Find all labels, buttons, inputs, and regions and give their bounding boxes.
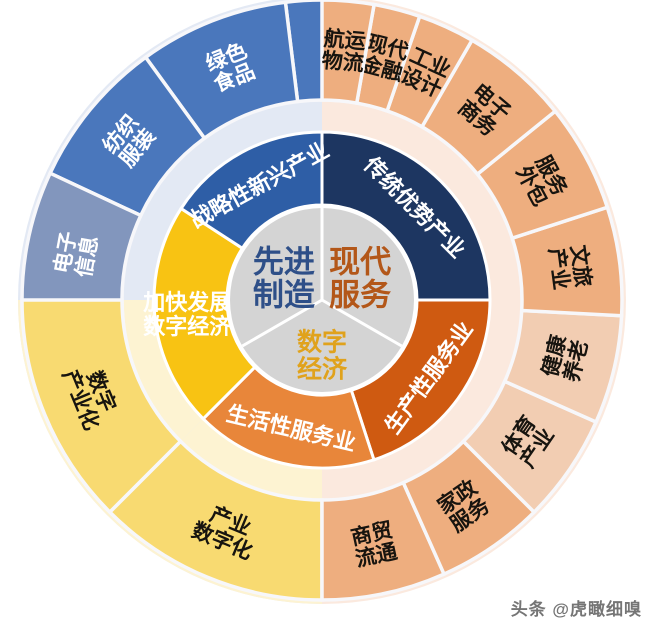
core-segment-modern-service[interactable]: 现代服务: [329, 244, 391, 312]
sector-shape: [460, 379, 599, 515]
core-segment-digital-economy[interactable]: 数字经济: [297, 327, 348, 383]
sector-shape: [47, 54, 207, 218]
outer-segment-service-outsourcing[interactable]: 服务外包: [474, 108, 610, 241]
core-segment-label: 现代服务: [329, 244, 391, 312]
middle-segment-accelerate-digital-economy[interactable]: 加快发展数字经济: [142, 206, 257, 421]
sector-shape: [143, 0, 300, 141]
outer-segment-label: 文旅产业: [545, 243, 596, 291]
core-segment-label: 数字经济: [297, 327, 348, 383]
sector-shape: [474, 108, 610, 241]
sector-shape: [320, 480, 447, 602]
outer-segment-e-commerce[interactable]: 电子商务: [419, 37, 558, 177]
middle-segment-label: 加快发展数字经济: [142, 290, 232, 339]
sector-shape: [401, 438, 537, 577]
middle-segment-consumer-service-industry[interactable]: 生活性服务业: [201, 365, 376, 470]
outer-segment-commerce-circulation[interactable]: 商贸流通: [320, 480, 447, 602]
outer-segment-label: 电子信息: [50, 230, 102, 280]
outer-segment-shipping-logistics[interactable]: 航运物流: [320, 0, 377, 106]
core-divider: [321, 298, 403, 348]
core-segment-label: 先进制造: [253, 244, 315, 312]
outer-segment-modern-finance[interactable]: 现代金融: [354, 2, 422, 114]
core-segment-advanced-manufacturing[interactable]: 先进制造: [253, 244, 315, 312]
outer-segment-digital-industrialization[interactable]: 数字产业化: [20, 298, 184, 515]
sector-shape: [502, 308, 624, 425]
outer-segment-industrial-digitalization[interactable]: 产业数字化: [107, 438, 324, 602]
sector-shape: [354, 2, 422, 114]
sector-shape: [201, 365, 376, 470]
sector-shape: [20, 170, 144, 323]
outer-ring: 石油化工钢铁有色绿色食品纺织服装电子信息新材料装备制造数字产业化产业数字化商贸流…: [20, 0, 624, 602]
core-divider: [241, 298, 323, 348]
sector-shape: [510, 205, 624, 318]
outer-segment-label: 健康养老: [537, 331, 592, 385]
outer-segment-label: 航运物流: [321, 26, 367, 76]
outer-segment-green-food[interactable]: 绿色食品: [143, 0, 300, 141]
sector-shape: [320, 0, 377, 106]
sector-shape: [349, 298, 492, 462]
outer-segment-health-eldercare[interactable]: 健康养老: [502, 308, 624, 425]
outer-segment-industrial-design[interactable]: 工业设计: [384, 14, 475, 130]
sector-shape: [107, 438, 324, 602]
sector-shape: [384, 14, 475, 130]
watermark-label: 头条 @虎瞰细嗅: [510, 600, 642, 619]
outer-segment-sports-industry[interactable]: 体育产业: [460, 379, 599, 515]
outer-segment-domestic-service[interactable]: 家政服务: [401, 438, 537, 577]
sector-shape: [320, 130, 492, 302]
sector-shape: [152, 206, 257, 421]
outer-segment-electronic-information[interactable]: 电子信息: [20, 170, 144, 323]
outer-segment-culture-tourism[interactable]: 文旅产业: [510, 205, 624, 318]
sector-shape: [20, 298, 184, 515]
sector-shape: [419, 37, 558, 177]
sector-shape: [179, 130, 324, 251]
outer-segment-textile-apparel[interactable]: 纺织服装: [47, 54, 207, 218]
outer-segment-label: 工业设计: [397, 43, 454, 101]
